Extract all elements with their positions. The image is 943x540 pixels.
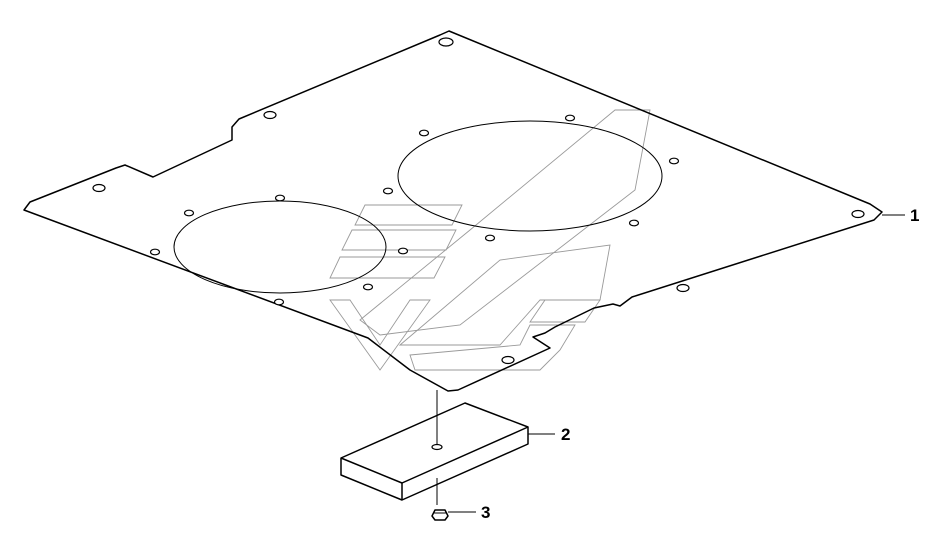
callout-number-3: 3	[481, 503, 490, 522]
mounting-plate	[23, 30, 883, 392]
callout-number-2: 2	[561, 425, 570, 444]
callout-number-1: 1	[910, 206, 919, 225]
watermark-logo	[329, 109, 651, 371]
bolt	[431, 509, 449, 521]
mounting-holes	[92, 37, 865, 365]
rubber-pad	[340, 402, 529, 501]
